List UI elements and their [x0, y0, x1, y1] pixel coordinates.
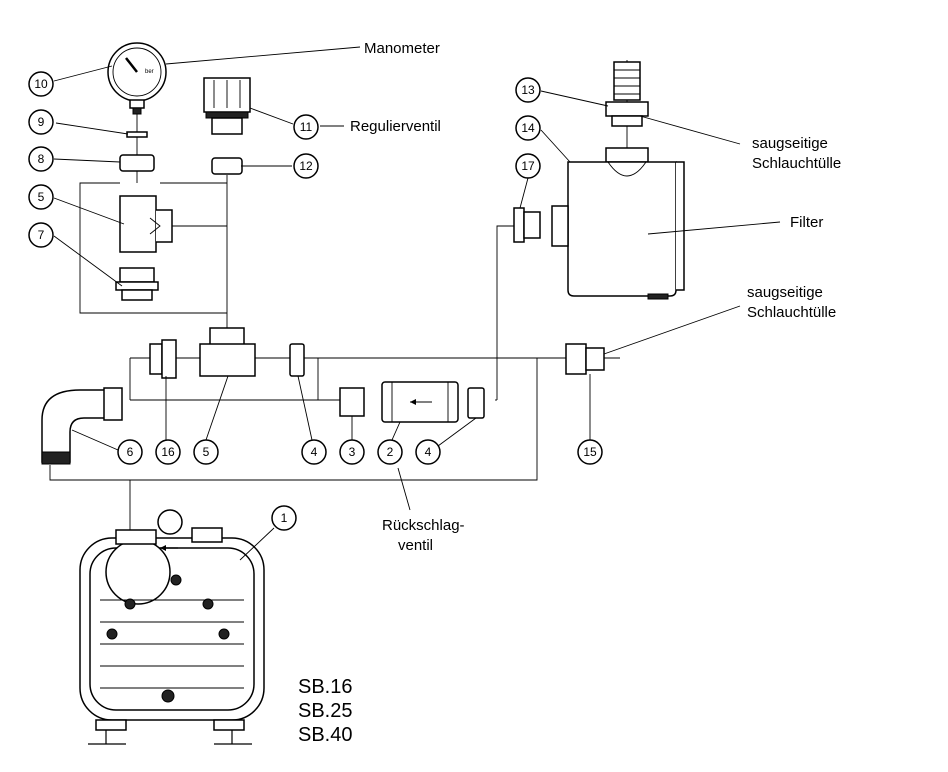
callout-3: 3 — [339, 439, 365, 465]
nipple-17 — [513, 207, 541, 243]
svg-text:15: 15 — [583, 445, 597, 459]
svg-text:3: 3 — [349, 445, 356, 459]
callout-10: 10 — [28, 71, 54, 97]
callout-1: 1 — [271, 505, 297, 531]
label-rueckschlag-line1: Rückschlag- — [382, 517, 465, 534]
svg-text:14: 14 — [521, 121, 535, 135]
callout-7: 7 — [28, 222, 54, 248]
label-manometer: Manometer — [364, 40, 440, 57]
svg-text:7: 7 — [38, 228, 45, 242]
callout-11: 11 — [293, 114, 319, 140]
svg-text:12: 12 — [299, 159, 313, 173]
filter-housing — [551, 147, 685, 300]
callout-17: 17 — [515, 153, 541, 179]
callout-8: 8 — [28, 146, 54, 172]
label-regulierventil: Regulierventil — [350, 118, 441, 135]
callout-14: 14 — [515, 115, 541, 141]
svg-text:8: 8 — [38, 152, 45, 166]
callout-12: 12 — [293, 153, 319, 179]
callout-6: 6 — [117, 439, 143, 465]
nut-12 — [211, 157, 243, 175]
regulating-valve — [203, 77, 251, 135]
tee-fitting-5-upper — [119, 195, 173, 253]
pump-body — [79, 509, 265, 745]
model-sb16: SB.16 — [298, 676, 352, 698]
tee-fitting-5-lower — [199, 327, 256, 377]
washer-9 — [126, 131, 148, 138]
callout-5-lower: 5 — [193, 439, 219, 465]
labels: Manometer Regulierventil saugseitige Sch… — [350, 40, 841, 554]
model-sb40: SB.40 — [298, 724, 352, 746]
leader-lines — [53, 46, 781, 561]
svg-text:11: 11 — [300, 120, 313, 134]
hose-nozzle-13 — [605, 61, 649, 127]
label-rueckschlag-line2: ventil — [398, 537, 433, 554]
elbow-6 — [41, 387, 123, 465]
callout-4-upper: 4 — [301, 439, 327, 465]
svg-text:ber: ber — [145, 69, 154, 75]
check-valve-2 — [381, 381, 459, 423]
svg-text:5: 5 — [203, 445, 210, 459]
callout-13: 13 — [515, 77, 541, 103]
nipple-7 — [115, 267, 159, 301]
svg-text:2: 2 — [387, 445, 394, 459]
model-list: SB.16 SB.25 SB.40 — [298, 676, 352, 746]
svg-text:13: 13 — [521, 83, 535, 97]
label-saug-bottom-line2: Schlauchtülle — [747, 304, 836, 321]
label-filter: Filter — [790, 214, 823, 231]
label-saug-top-line2: Schlauchtülle — [752, 155, 841, 172]
nut-8 — [119, 154, 155, 172]
hose-nozzle-15 — [565, 343, 605, 375]
callouts: 10 11 9 12 8 5 7 13 14 17 6 16 5 4 3 2 4… — [28, 71, 603, 531]
nut-4-lower — [467, 387, 485, 419]
label-saug-bottom-line1: saugseitige — [747, 284, 823, 301]
svg-text:16: 16 — [161, 445, 175, 459]
svg-text:9: 9 — [38, 115, 45, 129]
svg-text:4: 4 — [311, 445, 318, 459]
model-sb25: SB.25 — [298, 700, 352, 722]
callout-16: 16 — [155, 439, 181, 465]
manometer-gauge: ber — [107, 42, 167, 115]
callout-2: 2 — [377, 439, 403, 465]
svg-text:1: 1 — [281, 511, 288, 525]
callout-4-lower: 4 — [415, 439, 441, 465]
nipple-16 — [149, 339, 177, 379]
label-saug-top-line1: saugseitige — [752, 135, 828, 152]
nipple-3 — [339, 387, 365, 417]
callout-9: 9 — [28, 109, 54, 135]
svg-text:4: 4 — [425, 445, 432, 459]
svg-text:10: 10 — [34, 77, 48, 91]
callout-5-upper: 5 — [28, 184, 54, 210]
callout-15: 15 — [577, 439, 603, 465]
svg-text:5: 5 — [38, 190, 45, 204]
svg-text:6: 6 — [127, 445, 134, 459]
svg-text:17: 17 — [521, 159, 535, 173]
nut-4-upper — [289, 343, 305, 377]
